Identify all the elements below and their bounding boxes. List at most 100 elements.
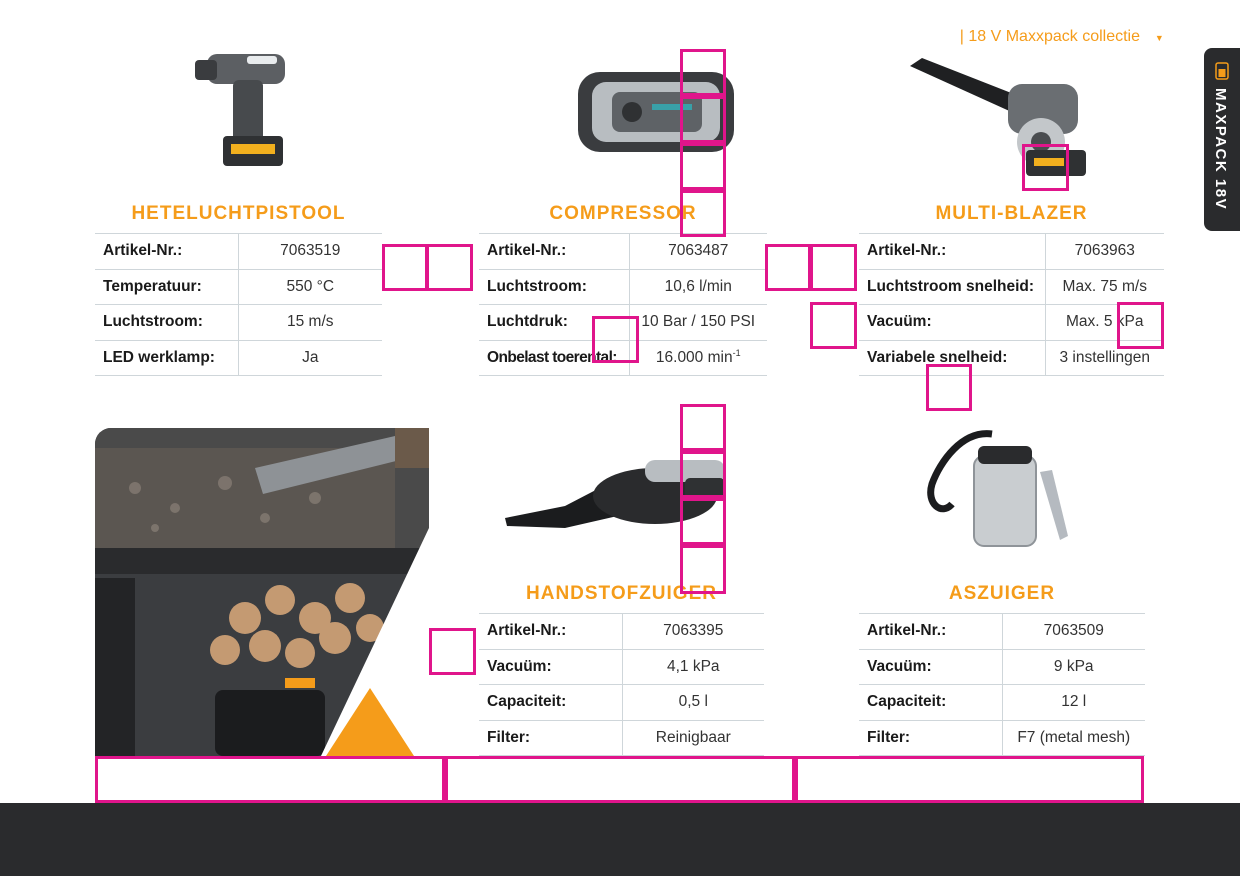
marker-box xyxy=(810,302,857,349)
product-title-heteluchtpistool: HETELUCHTPISTOOL xyxy=(131,203,346,224)
footer-separator: | xyxy=(959,28,964,45)
spec-value: 12 l xyxy=(1002,684,1145,721)
spec-label: Vacuüm: xyxy=(479,649,623,685)
spec-label: Artikel-Nr.: xyxy=(95,233,239,270)
spec-table-heteluchtpistool: Artikel-Nr.:7063519 Temperatuur:550 °C L… xyxy=(95,233,382,376)
heat-gun-image xyxy=(195,54,285,166)
spec-value: Max. 5 kPa xyxy=(1045,304,1164,341)
spec-table-compressor: Artikel-Nr.:7063487 Luchtstroom:10,6 l/m… xyxy=(479,233,767,376)
table-row: Artikel-Nr.:7063963 xyxy=(859,233,1164,270)
spec-label: Capaciteit: xyxy=(479,684,623,721)
table-row: LED werklamp:Ja xyxy=(95,340,382,376)
marker-box xyxy=(382,244,428,291)
spec-table-multi-blazer: Artikel-Nr.:7063963 Luchtstroom snelheid… xyxy=(859,233,1164,376)
table-row: Vacuüm:4,1 kPa xyxy=(479,649,764,685)
spec-label: Filter: xyxy=(859,720,1003,756)
marker-box xyxy=(1022,144,1069,191)
handheld-vacuum-image xyxy=(505,460,725,528)
spec-value: Max. 75 m/s xyxy=(1045,269,1164,305)
table-row: Filter:Reinigbaar xyxy=(479,720,764,756)
table-row: Vacuüm:Max. 5 kPa xyxy=(859,304,1164,341)
spec-value: 3 instellingen xyxy=(1045,340,1164,376)
blower-image xyxy=(910,58,1086,176)
table-row: Onbelast toerental: 16.000 min-1 xyxy=(479,340,767,376)
spec-label: Capaciteit: xyxy=(859,684,1003,721)
marker-box xyxy=(680,451,726,498)
spec-label: Luchtdruk: xyxy=(479,304,630,341)
marker-box xyxy=(1117,302,1164,349)
spec-value: 15 m/s xyxy=(238,304,382,341)
product-title-compressor: COMPRESSOR xyxy=(549,203,697,224)
product-title-multi-blazer: MULTI-BLAZER xyxy=(935,203,1088,224)
spec-label: Artikel-Nr.: xyxy=(479,233,630,270)
side-tab-label: MAXPACK 18V xyxy=(1212,88,1229,211)
product-title-aszuiger: ASZUIGER xyxy=(948,583,1056,604)
footer-section: Blazers & Stofzuigers xyxy=(790,28,956,45)
spec-value: Reinigbaar xyxy=(622,720,764,756)
spec-label: Artikel-Nr.: xyxy=(859,233,1046,270)
marker-box xyxy=(445,756,795,803)
table-row: Luchtstroom snelheid:Max. 75 m/s xyxy=(859,269,1164,305)
marker-box xyxy=(765,244,811,291)
spec-label: Vacuüm: xyxy=(859,304,1046,341)
battery-icon xyxy=(1215,62,1229,80)
spec-label: LED werklamp: xyxy=(95,340,239,376)
table-row: Vacuüm:9 kPa xyxy=(859,649,1145,685)
marker-box xyxy=(680,545,726,594)
marker-box xyxy=(429,628,476,675)
table-row: Artikel-Nr.:7063487 xyxy=(479,233,767,270)
spec-value: 550 °C xyxy=(238,269,382,305)
marker-box xyxy=(680,96,726,143)
spec-value: 0,5 l xyxy=(622,684,764,721)
spec-label: Filter: xyxy=(479,720,623,756)
spec-label: Artikel-Nr.: xyxy=(479,613,623,650)
spec-value-superscript: -1 xyxy=(732,348,741,359)
spec-label: Artikel-Nr.: xyxy=(859,613,1003,650)
marker-box xyxy=(426,244,473,291)
spec-value: 10,6 l/min xyxy=(629,269,767,305)
table-row: Luchtstroom:15 m/s xyxy=(95,304,382,341)
table-row: Luchtstroom:10,6 l/min xyxy=(479,269,767,305)
spec-label: Luchtstroom: xyxy=(95,304,239,341)
table-row: Variabele snelheid:3 instellingen xyxy=(859,340,1164,376)
marker-box xyxy=(680,49,726,96)
spec-label: Onbelast toerental: xyxy=(479,340,630,376)
ash-vacuum-image xyxy=(927,430,1068,547)
product-title-handstofzuiger: HANDSTOFZUIGER xyxy=(526,583,717,604)
marker-box xyxy=(592,316,639,363)
spec-table-handstofzuiger: Artikel-Nr.:7063395 Vacuüm:4,1 kPa Capac… xyxy=(479,613,764,756)
page-number: 21 xyxy=(1172,28,1191,47)
marker-box xyxy=(680,190,726,237)
spec-value: 7063963 xyxy=(1045,233,1164,270)
spec-value: Ja xyxy=(238,340,382,376)
table-row: Luchtdruk:10 Bar / 150 PSI xyxy=(479,304,767,341)
spec-value: 4,1 kPa xyxy=(622,649,764,685)
marker-box xyxy=(810,244,857,291)
spec-value: 7063509 xyxy=(1002,613,1145,650)
marker-box xyxy=(795,756,1144,803)
footer-arrows-icon: ▲▼ xyxy=(1146,33,1164,43)
table-row: Artikel-Nr.:7063395 xyxy=(479,613,764,650)
spec-value: 9 kPa xyxy=(1002,649,1145,685)
spec-label: Luchtstroom: xyxy=(479,269,630,305)
marker-box xyxy=(680,404,726,451)
table-row: Capaciteit:0,5 l xyxy=(479,684,764,721)
spec-label: Variabele snelheid: xyxy=(859,340,1046,376)
table-row: Artikel-Nr.:7063509 xyxy=(859,613,1145,650)
orange-triangle-decoration xyxy=(326,688,414,756)
spec-value-text: 16.000 min xyxy=(655,349,733,367)
spec-value: 10 Bar / 150 PSI xyxy=(629,304,767,341)
marker-box xyxy=(926,364,972,411)
footer-collection: 18 V Maxxpack collectie xyxy=(968,28,1140,45)
page-footer xyxy=(0,803,1240,876)
spec-table-aszuiger: Artikel-Nr.:7063509 Vacuüm:9 kPa Capacit… xyxy=(859,613,1145,756)
footer-text: Blazers & Stofzuigers | 18 V Maxxpack co… xyxy=(791,28,1140,46)
marker-box xyxy=(680,498,726,545)
table-row: Temperatuur:550 °C xyxy=(95,269,382,305)
spec-value: 7063519 xyxy=(238,233,382,270)
spec-label: Luchtstroom snelheid: xyxy=(859,269,1046,305)
marker-box xyxy=(95,756,445,803)
marker-box xyxy=(680,143,726,190)
table-row: Filter:F7 (metal mesh) xyxy=(859,720,1145,756)
spec-value: F7 (metal mesh) xyxy=(1002,720,1145,756)
